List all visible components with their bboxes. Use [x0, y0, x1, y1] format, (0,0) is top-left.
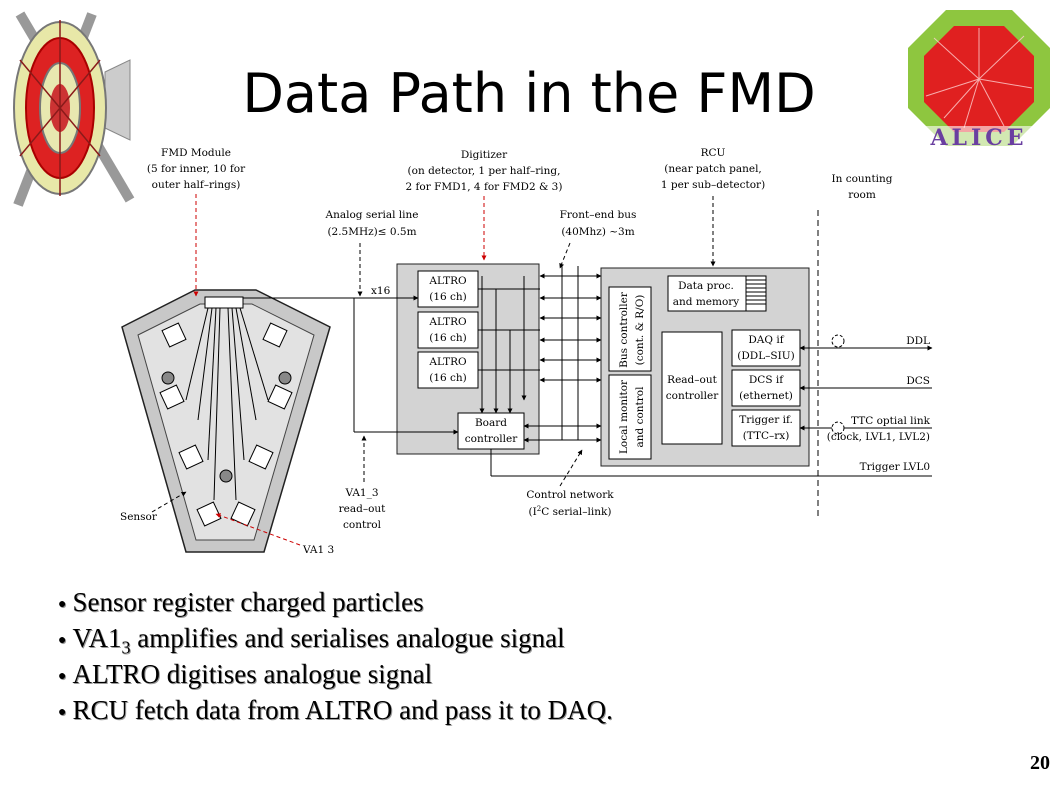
- x16-label: x16: [371, 285, 391, 297]
- readout-controller-label: Read–out: [667, 374, 717, 386]
- daq-if-sub: (DDL–SIU): [737, 350, 794, 362]
- bullet-dot-icon: ●: [58, 596, 67, 612]
- altro-3-sub: (16 ch): [429, 372, 467, 384]
- bullet-item: ●VA13 amplifies and serialises analogue …: [58, 623, 565, 658]
- page-number: 20: [1030, 752, 1050, 774]
- fmd-module-shape: [121, 289, 331, 553]
- trigger-if-label: Trigger if.: [739, 414, 793, 426]
- board-controller-sub: controller: [465, 433, 518, 445]
- data-proc-sub: and memory: [673, 296, 740, 308]
- ttc-link-sub: (clock, LVL1, LVL2): [827, 431, 930, 443]
- bullet-item: ●RCU fetch data from ALTRO and pass it t…: [58, 695, 613, 725]
- va1-readout-line3: control: [343, 519, 382, 531]
- control-network-sub: (I2C serial–link): [529, 505, 612, 518]
- board-controller-label: Board: [475, 417, 507, 429]
- ttc-link-label: TTC optial link: [851, 415, 931, 427]
- analog-line-sub: (2.5MHz)≤ 0.5m: [327, 226, 416, 238]
- rcu-line3: 1 per sub–detector): [661, 179, 765, 191]
- dcs-if-sub: (ethernet): [739, 390, 793, 402]
- local-monitor-label: Local monitor: [618, 379, 630, 454]
- fmd-module-title: FMD Module: [161, 147, 231, 159]
- alice-logo: ALICE: [908, 10, 1050, 150]
- digitizer-title: Digitizer: [461, 149, 508, 161]
- altro-3-label: ALTRO: [428, 356, 467, 368]
- digitizer-line2: (on detector, 1 per half–ring,: [408, 165, 561, 177]
- va1-readout-line2: read–out: [339, 503, 387, 515]
- counting-room-line1: In counting: [831, 173, 892, 185]
- fmd-module-line3: outer half–rings): [152, 179, 241, 191]
- data-proc-label: Data proc.: [678, 280, 734, 292]
- bullet-dot-icon: ●: [58, 632, 67, 648]
- analog-line-label: Analog serial line: [325, 209, 419, 221]
- alice-logo-text: ALICE: [929, 125, 1027, 150]
- slide-title: Data Path in the FMD: [242, 62, 816, 125]
- dcs-label: DCS: [906, 375, 930, 387]
- va1-readout-line1: VA1_3: [344, 487, 378, 499]
- altro-2-label: ALTRO: [428, 316, 467, 328]
- sensor-label: Sensor: [120, 511, 158, 523]
- counting-room-line2: room: [848, 189, 876, 201]
- bus-controller-label: Bus controller: [618, 291, 630, 368]
- bullet-dot-icon: ●: [58, 704, 67, 720]
- bullet-item: ●Sensor register charged particles: [58, 587, 424, 617]
- dcs-if-label: DCS if: [749, 374, 784, 386]
- fmd-module-line2: (5 for inner, 10 for: [147, 163, 246, 175]
- trigger-if-sub: (TTC–rx): [743, 430, 790, 442]
- trigger-lvl0-label: Trigger LVL0: [860, 461, 930, 473]
- local-monitor-sub: and control: [634, 386, 646, 448]
- bullet-item: ●ALTRO digitises analogue signal: [58, 659, 433, 689]
- altro-1-label: ALTRO: [428, 275, 467, 287]
- altro-1-sub: (16 ch): [429, 291, 467, 303]
- altro-2-sub: (16 ch): [429, 332, 467, 344]
- fmd-detector-image: [13, 11, 135, 207]
- rcu-line2: (near patch panel,: [664, 163, 762, 175]
- frontend-bus-label: Front–end bus: [560, 209, 637, 221]
- ddl-label: DDL: [906, 335, 930, 347]
- bus-controller-sub: (cont. & R/O): [634, 295, 646, 366]
- frontend-bus-sub: (40Mhz) ~3m: [561, 226, 634, 238]
- digitizer-line3: 2 for FMD1, 4 for FMD2 & 3): [406, 181, 563, 193]
- control-network-label: Control network: [526, 489, 614, 501]
- va1-chip-label: VA1 3: [302, 544, 334, 556]
- bullet-dot-icon: ●: [58, 668, 67, 684]
- rcu-title: RCU: [701, 147, 726, 159]
- bullet-list: ●Sensor register charged particles ●VA13…: [58, 584, 613, 728]
- daq-if-label: DAQ if: [748, 334, 784, 346]
- readout-controller-sub: controller: [666, 390, 719, 402]
